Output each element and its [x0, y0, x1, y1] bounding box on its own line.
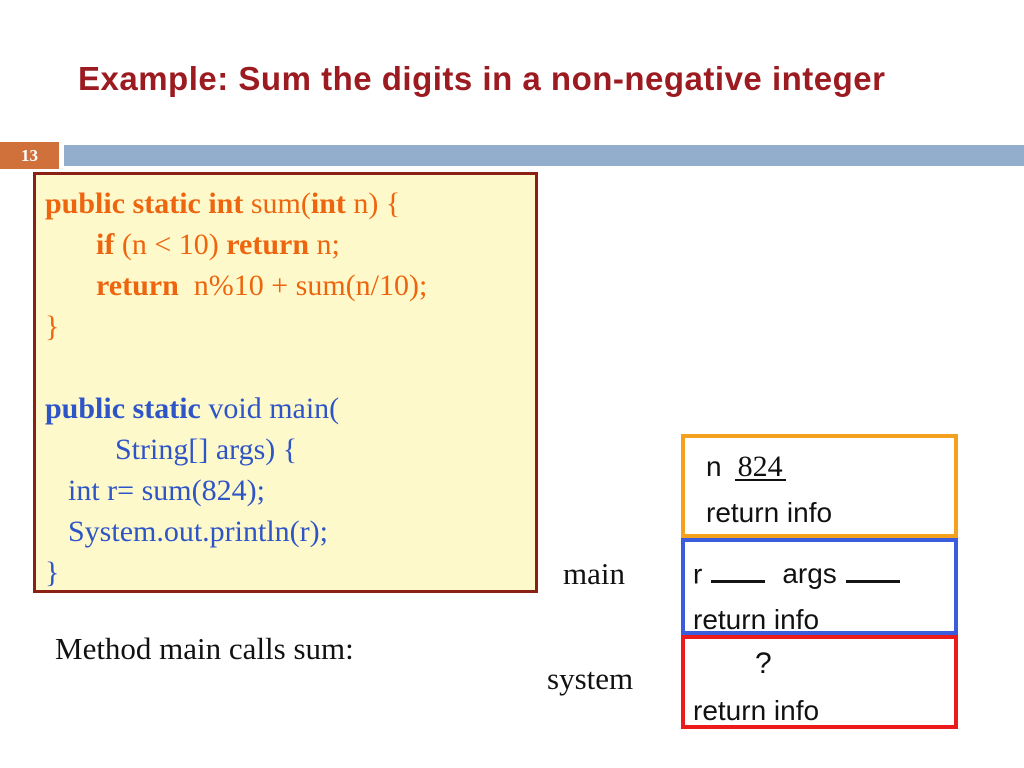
frame-text: n: [706, 451, 722, 482]
slide-title: Example: Sum the digits in a non-negativ…: [78, 60, 886, 97]
code-token: void main(: [200, 392, 340, 425]
code-token: }: [45, 310, 60, 343]
header-bar: [64, 145, 1024, 166]
blank-slot: [711, 553, 766, 584]
frame-text: return info: [693, 604, 820, 636]
frame-row: return info: [693, 606, 954, 634]
frame-row: ?: [693, 649, 954, 679]
page-number: 13: [21, 145, 38, 165]
code-line: [45, 347, 531, 388]
code-token: int: [310, 187, 346, 220]
frame-text: r: [693, 558, 703, 590]
page-number-badge: 13: [0, 142, 59, 169]
frame-text: return info: [693, 695, 820, 726]
frame-text: ?: [755, 647, 772, 680]
code-line: System.out.println(r);: [68, 511, 531, 552]
frame-text: return info: [706, 497, 833, 529]
code-token: return: [226, 228, 309, 261]
code-token: public static int: [45, 187, 244, 220]
code-line: int r= sum(824);: [68, 470, 531, 511]
code-token: sum(: [243, 187, 311, 220]
code-token: if: [96, 228, 115, 261]
label-system: system: [547, 661, 634, 696]
main-stack-frame: r args return info: [681, 538, 958, 635]
code-token: n;: [309, 228, 340, 261]
code-token: String[] args) {: [115, 433, 298, 466]
code-line: return n%10 + sum(n/10);: [96, 265, 531, 306]
frame-row: return info: [706, 499, 954, 527]
code-box: public static int sum(int n) {if (n < 10…: [33, 172, 538, 593]
code-token: return: [96, 269, 179, 302]
code-token: n) {: [345, 187, 401, 220]
code-token: }: [45, 556, 60, 589]
code-token: public static: [45, 392, 201, 425]
frame-text: 824: [734, 451, 786, 482]
frame-row: r args: [693, 553, 954, 588]
code-token: int r= sum(824);: [68, 474, 265, 507]
label-main: main: [563, 556, 625, 591]
code-line: if (n < 10) return n;: [96, 224, 531, 265]
code-token: [45, 351, 53, 384]
code-line: }: [45, 306, 531, 347]
code-line: String[] args) {: [115, 429, 531, 470]
code-token: (n < 10): [114, 228, 227, 261]
blank-slot: [845, 553, 900, 584]
sum-stack-frame: n 824 return info: [681, 434, 958, 538]
frame-row: n 824: [706, 451, 954, 482]
code-token: System.out.println(r);: [68, 515, 328, 548]
code-line: }: [45, 552, 531, 593]
system-stack-frame: ? return info: [681, 635, 958, 729]
code-token: n%10 + sum(n/10);: [178, 269, 428, 302]
frame-row: return info: [693, 697, 954, 725]
code-line: public static int sum(int n) {: [45, 183, 531, 224]
code-line: public static void main(: [45, 388, 531, 429]
frame-text: args: [782, 558, 837, 590]
caption-method-main-calls-sum: Method main calls sum:: [55, 631, 354, 666]
